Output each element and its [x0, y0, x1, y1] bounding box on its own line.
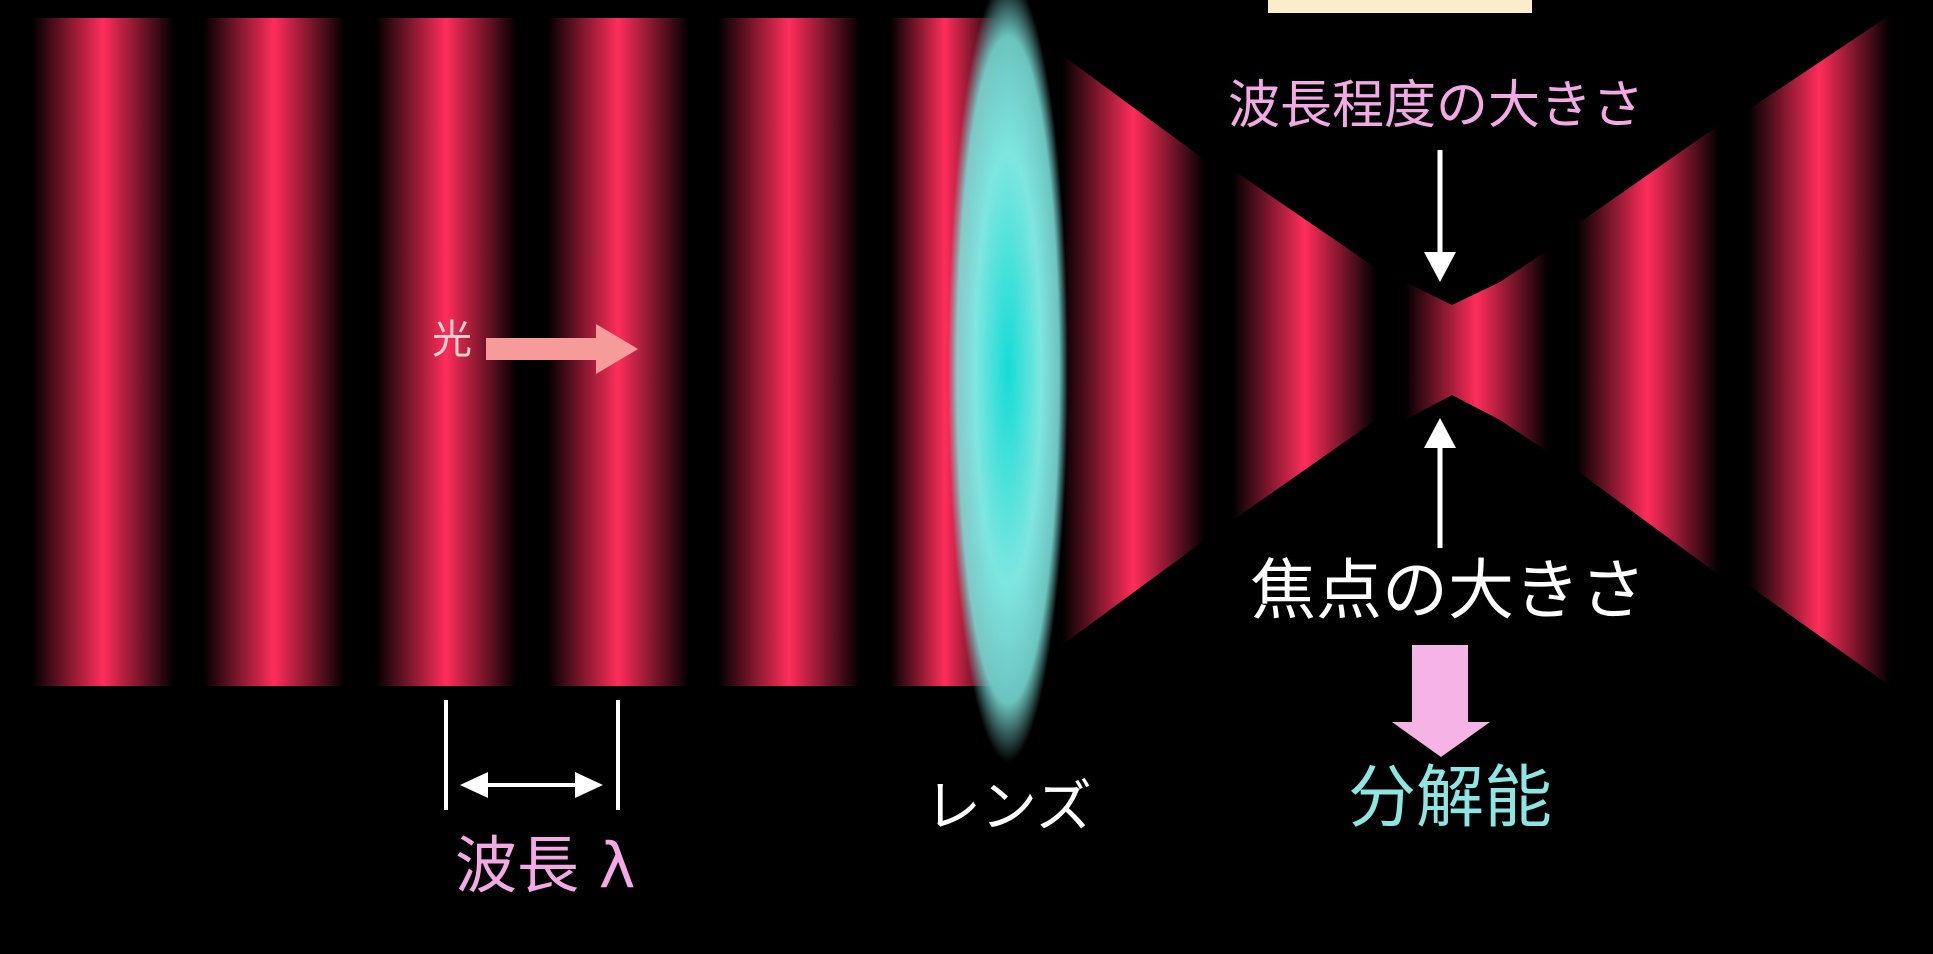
top-tab	[1268, 0, 1532, 13]
light-arrow-icon	[486, 324, 638, 374]
wavelength-label: 波長 λ	[455, 829, 636, 902]
lens	[948, 0, 1068, 762]
diverging-band	[1748, 15, 1890, 686]
focused-light-waves	[1062, 15, 1890, 686]
resolution-label: 分解能	[1348, 759, 1553, 838]
focus-size-label: 焦点の大きさ	[1250, 552, 1646, 629]
lens-label: レンズ	[925, 775, 1092, 840]
wave-band	[718, 18, 860, 686]
wavelength-scale-label: 波長程度の大きさ	[1228, 76, 1645, 136]
wave-band	[203, 18, 345, 686]
wave-band	[32, 18, 174, 686]
diverging-band	[1576, 125, 1719, 575]
converging-band	[1062, 55, 1205, 645]
thick-down-arrow-icon	[1392, 645, 1490, 757]
up-arrow-icon	[1424, 418, 1456, 548]
light-label: 光	[432, 317, 472, 363]
focal-spot-band	[1405, 250, 1548, 452]
down-arrow-icon	[1424, 150, 1456, 282]
wavelength-marker-icon	[444, 700, 620, 810]
converging-band	[1233, 170, 1376, 520]
